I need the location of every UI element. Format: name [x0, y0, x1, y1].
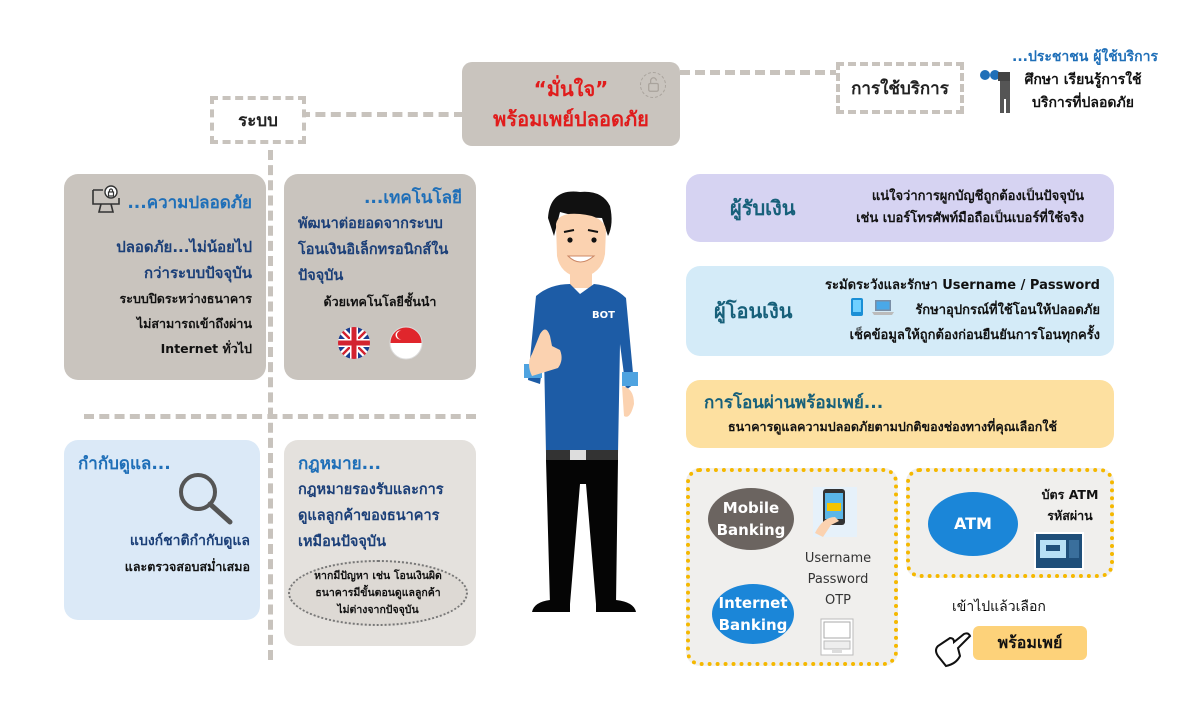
supervision-line-1: แบงก์ชาติกำกับดูแล	[129, 533, 250, 549]
title-line-2: พร้อมเพย์ปลอดภัย	[493, 107, 649, 131]
promptpay-title: การโอนผ่านพร้อมเพย์...	[704, 393, 884, 413]
connector-line	[300, 112, 464, 117]
law-title: กฎหมาย...	[298, 454, 381, 474]
promptpay-transfer-card: การโอนผ่านพร้อมเพย์... ธนาคารดูแลความปลอ…	[686, 380, 1114, 448]
service-line-2: บริการที่ปลอดภัย	[1032, 95, 1134, 111]
law-line-2: ดูแลลูกค้าของธนาคาร	[298, 508, 440, 524]
receiver-line-2: เช่น เบอร์โทรศัพท์มือถือเป็นเบอร์ที่ใช้จ…	[856, 211, 1084, 226]
promptpay-text: ธนาคารดูแลความปลอดภัยตามปกติของช่องทางที…	[728, 419, 1057, 434]
mobile-otp-icon	[813, 487, 857, 541]
mobile-banking-label: Mobile Banking	[716, 499, 786, 539]
service-label-box: การใช้บริการ	[836, 62, 964, 114]
lock-icon	[640, 72, 666, 98]
credential-otp: OTP	[824, 593, 851, 608]
atm-oval: ATM	[928, 492, 1018, 556]
security-line-5: Internet ทั่วไป	[160, 341, 252, 356]
atm-info-text: บัตร ATM รหัสผ่าน	[1030, 484, 1110, 526]
credential-username: Username	[804, 551, 872, 566]
title-line-1: “มั่นใจ”	[533, 77, 609, 101]
atm-card-label: บัตร ATM	[1041, 487, 1099, 502]
bot-character-illustration: BOT	[510, 184, 660, 628]
technology-title: ...เทคโนโลยี	[363, 188, 462, 208]
receiver-card: ผู้รับเงิน แน่ใจว่าการผูกบัญชีถูกต้องเป็…	[686, 174, 1114, 242]
law-line-1: กฎหมายรองรับและการ	[298, 482, 444, 498]
sender-label: ผู้โอนเงิน	[714, 299, 793, 323]
promptpay-button[interactable]: พร้อมเพย์	[973, 626, 1087, 660]
supervision-card: กำกับดูแล... แบงก์ชาติกำกับดูแล และตรวจส…	[64, 440, 260, 620]
law-line-3: เหมือนปัจจุบัน	[298, 534, 387, 550]
mobile-banking-oval: Mobile Banking	[708, 488, 794, 550]
sender-line-1: ระมัดระวังและรักษา Username / Password	[825, 278, 1100, 293]
technology-line-3: ปัจจุบัน	[298, 268, 344, 284]
promptpay-button-label: พร้อมเพย์	[997, 632, 1063, 652]
credential-password: Password	[807, 572, 869, 587]
security-line-3: ระบบปิดระหว่างธนาคาร	[119, 291, 252, 306]
laptop-outline-icon	[820, 618, 854, 660]
connector-line	[268, 150, 273, 660]
supervision-title: กำกับดูแล...	[78, 454, 171, 474]
binoculars-person-icon	[978, 66, 1014, 118]
security-title: ...ความปลอดภัย	[127, 192, 252, 213]
receiver-label: ผู้รับเงิน	[730, 196, 796, 220]
service-label: การใช้บริการ	[851, 78, 949, 99]
security-card: ...ความปลอดภัย ปลอดภัย...ไม่น้อยไป กว่าร…	[64, 174, 266, 380]
laptop-icon	[871, 298, 895, 324]
smartphone-icon	[849, 297, 865, 325]
singapore-flag-icon	[389, 326, 423, 364]
supervision-line-2: และตรวจสอบสม่ำเสมอ	[124, 559, 250, 574]
service-line-1: ศึกษา เรียนรู้การใช้	[1024, 72, 1142, 88]
service-heading: ...ประชาชน ผู้ใช้บริการ	[1012, 49, 1158, 65]
law-note-oval: หากมีปัญหา เช่น โอนเงินผิด ธนาคารมีขั้นต…	[288, 560, 468, 626]
internet-banking-label: Internet Banking	[718, 594, 788, 634]
law-note-1: หากมีปัญหา เช่น โอนเงินผิด	[314, 569, 442, 582]
technology-line-1: พัฒนาต่อยอดจากระบบ	[298, 216, 443, 232]
internet-banking-oval: Internet Banking	[712, 584, 794, 644]
divider-line	[84, 414, 476, 419]
security-line-1: ปลอดภัย...ไม่น้อยไป	[116, 238, 252, 256]
technology-line-4: ด้วยเทคโนโลยีชั้นนำ	[323, 294, 437, 309]
main-title-box: “มั่นใจ” พร้อมเพย์ปลอดภัย	[462, 62, 680, 146]
computer-lock-icon	[89, 184, 123, 220]
service-description: ...ประชาชน ผู้ใช้บริการ ศึกษา เรียนรู้กา…	[1008, 46, 1158, 114]
magnifier-icon	[174, 468, 234, 532]
security-line-2: กว่าระบบปัจจุบัน	[144, 264, 252, 282]
receiver-line-1: แน่ใจว่าการผูกบัญชีถูกต้องเป็นปัจจุบัน	[871, 189, 1084, 204]
credentials-text: Username Password OTP	[796, 548, 880, 611]
technology-line-2: โอนเงินอิเล็กทรอนิกส์ใน	[298, 242, 449, 258]
atm-machine-icon	[1034, 532, 1084, 574]
sender-line-3: เช็คข้อมูลให้ถูกต้องก่อนยืนยันการโอนทุกค…	[849, 328, 1100, 343]
law-note-2: ธนาคารมีขั้นตอนดูแลลูกค้า	[315, 586, 441, 599]
pointing-hand-icon	[932, 628, 974, 672]
law-card: กฎหมาย... กฎหมายรองรับและการ ดูแลลูกค้าข…	[284, 440, 476, 646]
svg-text:BOT: BOT	[592, 310, 615, 321]
sender-card: ผู้โอนเงิน ระมัดระวังและรักษา Username /…	[686, 266, 1114, 356]
sender-line-2: รักษาอุปกรณ์ที่ใช้โอนให้ปลอดภัย	[915, 303, 1100, 318]
then-select-text: เข้าไปแล้วเลือก	[952, 599, 1046, 615]
atm-pin-label: รหัสผ่าน	[1047, 508, 1093, 523]
technology-card: ...เทคโนโลยี พัฒนาต่อยอดจากระบบ โอนเงินอ…	[284, 174, 476, 380]
law-note-3: ไม่ต่างจากปัจจุบัน	[337, 603, 419, 616]
connector-line	[680, 70, 840, 75]
uk-flag-icon	[337, 326, 371, 364]
system-label-box: ระบบ	[210, 96, 306, 144]
security-line-4: ไม่สามารถเข้าถึงผ่าน	[136, 316, 252, 331]
atm-label: ATM	[954, 514, 992, 533]
system-label: ระบบ	[238, 110, 278, 131]
